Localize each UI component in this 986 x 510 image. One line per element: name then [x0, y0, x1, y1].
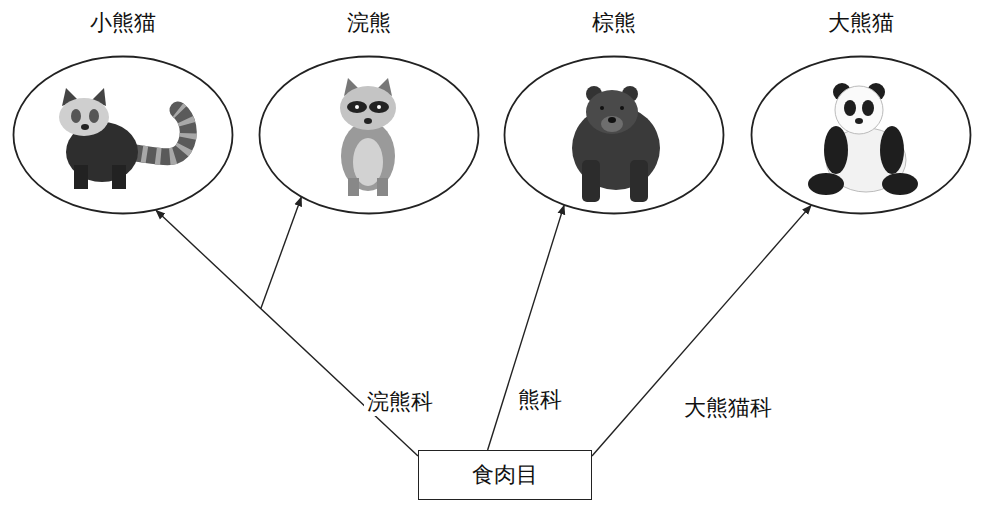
- node-heading: 浣熊: [258, 8, 480, 38]
- node-outline: [12, 55, 234, 215]
- red-panda-picture: [59, 88, 188, 189]
- node-outline: [258, 55, 480, 215]
- edge-label: 大熊猫科: [681, 394, 775, 422]
- node-outline: [503, 55, 725, 215]
- giant-panda-picture: [808, 83, 918, 195]
- node-heading: 大熊猫: [750, 8, 972, 38]
- classification-arrow: [156, 210, 418, 456]
- node-ellipse: [14, 57, 233, 214]
- raccoon-picture: [340, 78, 396, 196]
- classification-arrow: [261, 197, 301, 308]
- node-heading: 小熊猫: [12, 8, 234, 38]
- node-ellipse: [505, 57, 724, 214]
- animal-node: 棕熊: [503, 8, 725, 215]
- node-heading: 食肉目: [456, 460, 554, 490]
- node-ellipse: [752, 57, 971, 214]
- animal-node: 小熊猫: [12, 8, 234, 215]
- edge-label: 熊科: [515, 386, 565, 414]
- node-outline: [750, 55, 972, 215]
- animal-node: 大熊猫: [750, 8, 972, 215]
- animal-node: 浣熊: [258, 8, 480, 215]
- node-heading: 棕熊: [503, 8, 725, 38]
- edge-label: 浣熊科: [364, 388, 436, 416]
- brown-bear-picture: [572, 86, 660, 202]
- order-box: 食肉目: [418, 450, 592, 500]
- node-ellipse: [260, 57, 479, 214]
- classification-arrow: [488, 205, 564, 450]
- classification-arrow: [592, 205, 811, 456]
